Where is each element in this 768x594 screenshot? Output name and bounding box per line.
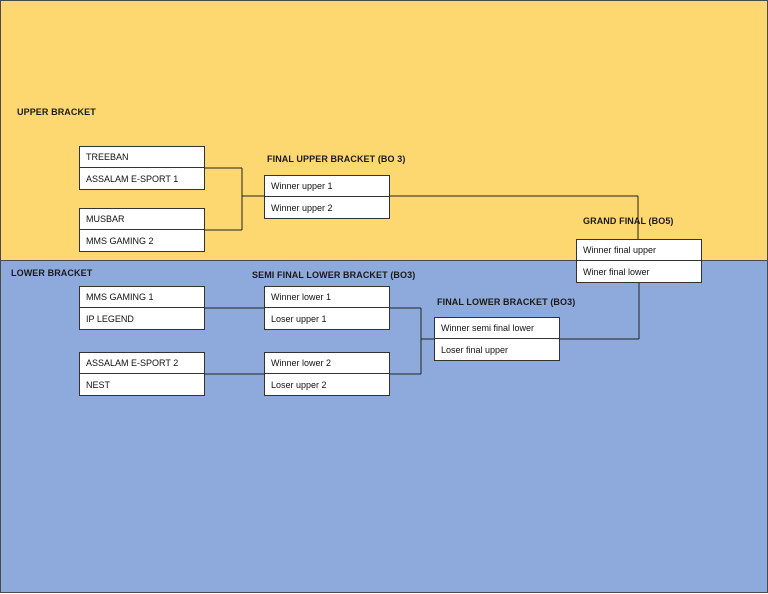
- team-slot: ASSALAM E-SPORT 1: [86, 173, 179, 184]
- team-slot: Winner lower 1: [265, 287, 389, 308]
- upper-bracket-label: UPPER BRACKET: [17, 107, 96, 117]
- match-lower-2: ASSALAM E-SPORT 2 NEST: [79, 352, 205, 396]
- match-upper-2: MUSBAR MMS GAMING 2: [79, 208, 205, 252]
- team-slot: Winner semi final lower: [435, 318, 559, 339]
- match-final-upper: Winner upper 1 Winner upper 2: [264, 175, 390, 219]
- team-slot: NEST: [86, 379, 111, 390]
- grand-final-label: GRAND FINAL (BO5): [583, 216, 674, 226]
- match-lower-1: MMS GAMING 1 IP LEGEND: [79, 286, 205, 330]
- lower-bracket-label: LOWER BRACKET: [11, 268, 93, 278]
- team-slot: TREEBAN: [80, 147, 204, 168]
- team-slot: ASSALAM E-SPORT 2: [80, 353, 204, 374]
- team-slot: Winner lower 2: [265, 353, 389, 374]
- final-upper-bracket-label: FINAL UPPER BRACKET (BO 3): [267, 154, 406, 164]
- team-slot: Winer final lower: [583, 266, 650, 277]
- team-slot: Winner upper 2: [271, 202, 333, 213]
- team-slot: Loser upper 1: [271, 313, 327, 324]
- team-slot: MUSBAR: [80, 209, 204, 230]
- semi-final-lower-bracket-label: SEMI FINAL LOWER BRACKET (BO3): [252, 270, 416, 280]
- team-slot: IP LEGEND: [86, 313, 134, 324]
- team-slot: Loser upper 2: [271, 379, 327, 390]
- team-slot: Winner upper 1: [265, 176, 389, 197]
- match-semi-lower-2: Winner lower 2 Loser upper 2: [264, 352, 390, 396]
- final-lower-bracket-label: FINAL LOWER BRACKET (BO3): [437, 297, 576, 307]
- team-slot: MMS GAMING 1: [80, 287, 204, 308]
- team-slot: Winner final upper: [577, 240, 701, 261]
- match-semi-lower-1: Winner lower 1 Loser upper 1: [264, 286, 390, 330]
- match-grand-final: Winner final upper Winer final lower: [576, 239, 702, 283]
- match-upper-1: TREEBAN ASSALAM E-SPORT 1: [79, 146, 205, 190]
- team-slot: MMS GAMING 2: [86, 235, 154, 246]
- match-final-lower: Winner semi final lower Loser final uppe…: [434, 317, 560, 361]
- team-slot: Loser final upper: [441, 344, 509, 355]
